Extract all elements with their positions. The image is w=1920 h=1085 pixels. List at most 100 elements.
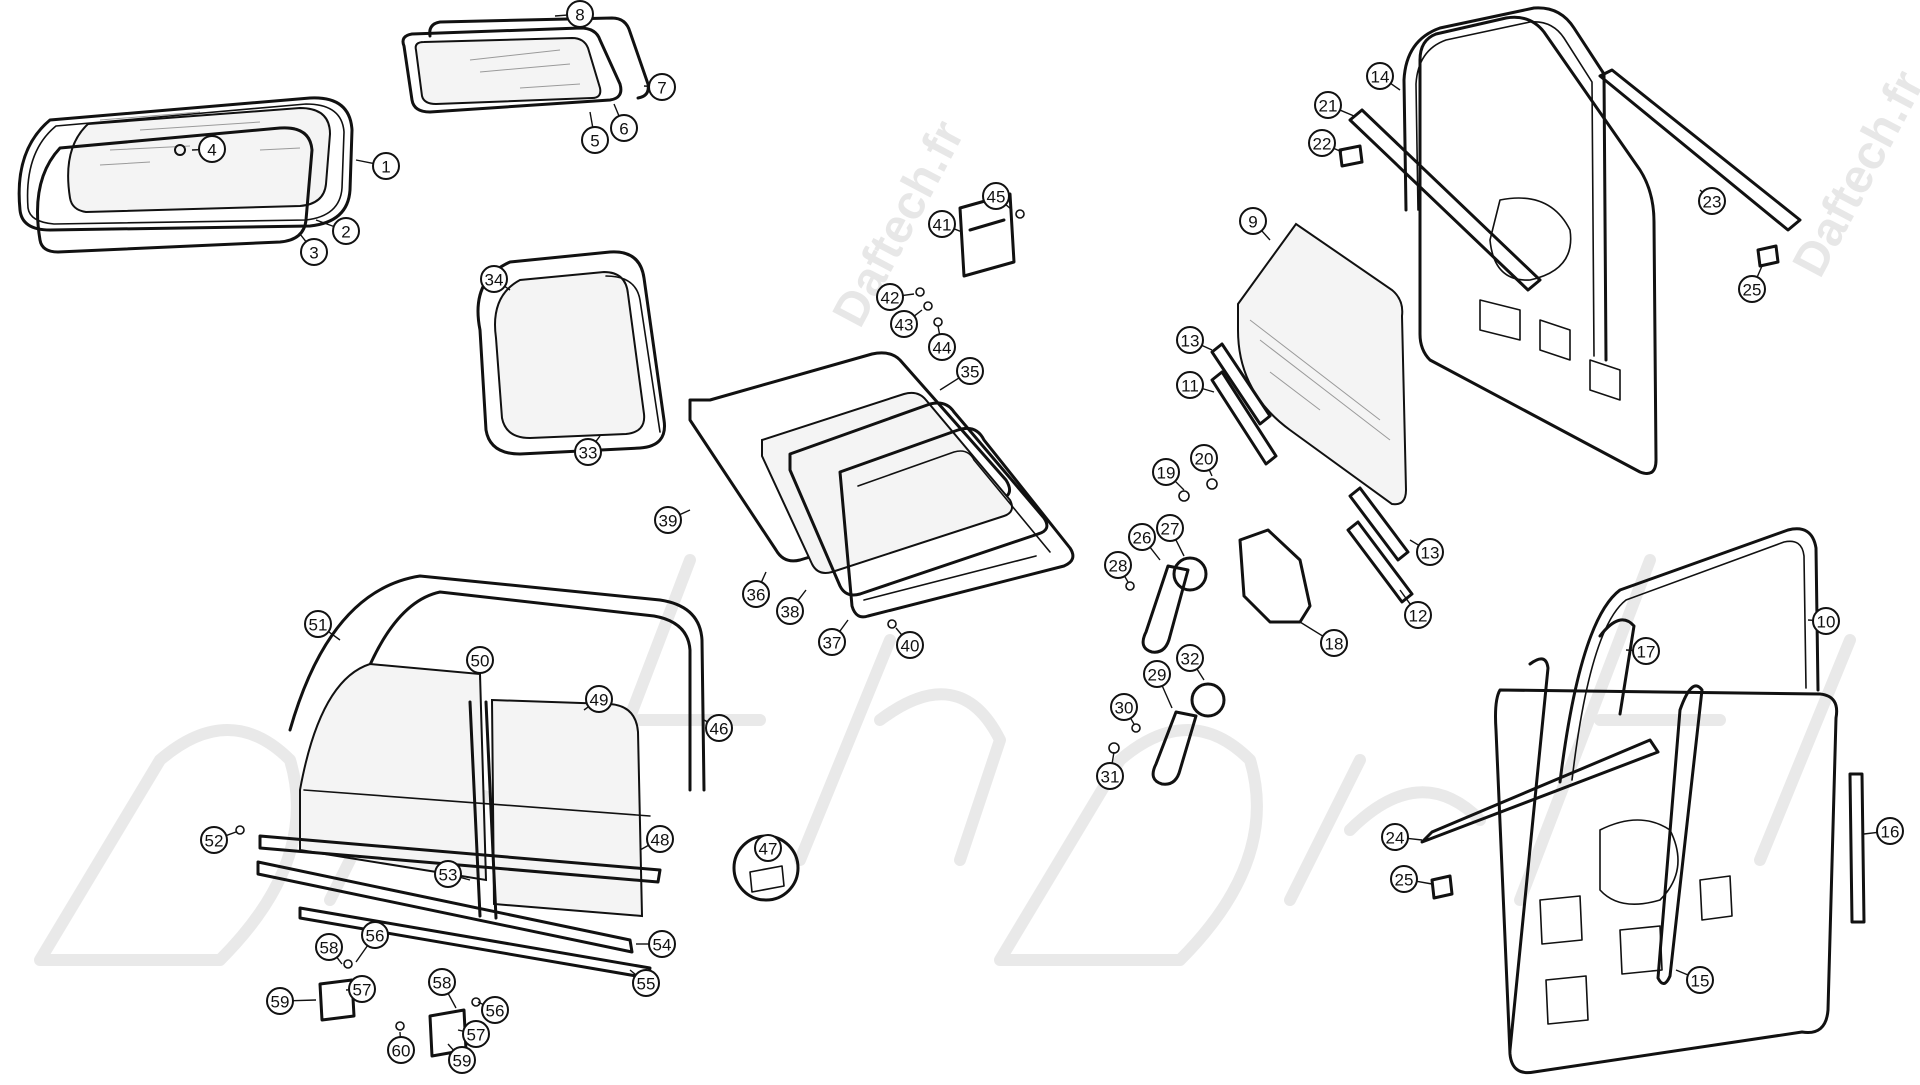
callout-43: 43: [891, 310, 922, 337]
front-door-panel-details: [1540, 876, 1732, 1024]
callout-45: 45: [983, 183, 1012, 210]
callout-number: 55: [637, 975, 656, 994]
regulator-washer-31: [1109, 743, 1119, 753]
callout-29: 29: [1144, 661, 1172, 708]
callout-number: 58: [320, 939, 339, 958]
callout-number: 1: [381, 158, 390, 177]
callout-leader: [1300, 622, 1323, 636]
callout-42: 42: [877, 284, 914, 310]
callout-leader: [1340, 110, 1354, 116]
callout-number: 14: [1371, 68, 1390, 87]
callout-number: 25: [1743, 281, 1762, 300]
callout-number: 59: [271, 993, 290, 1012]
callout-leader: [1417, 881, 1432, 884]
callout-47: 47: [755, 835, 781, 861]
callout-number: 30: [1115, 699, 1134, 718]
regulator-handle-lower: [1153, 712, 1196, 784]
callout-number: 31: [1101, 768, 1120, 787]
regulator-escutcheon-lower: [1192, 684, 1224, 716]
callout-leader: [1410, 540, 1419, 545]
door-glass-clip-piece: [750, 866, 784, 892]
callout-leader: [896, 628, 902, 635]
callout-leader: [614, 104, 619, 116]
callout-leader: [1162, 686, 1172, 708]
callout-leader: [761, 572, 766, 582]
callout-number: 28: [1109, 557, 1128, 576]
regulator-mechanism: [1240, 530, 1310, 622]
callout-number: 54: [653, 936, 672, 955]
quarter-window-glass: [495, 272, 644, 438]
callout-number: 56: [486, 1002, 505, 1021]
catch-screw-43: [924, 302, 932, 310]
callout-number: 2: [341, 223, 350, 242]
front-door-clip-25b: [1432, 876, 1452, 898]
callout-leader: [680, 510, 690, 515]
callout-44: 44: [929, 326, 955, 360]
callout-number: 24: [1386, 829, 1405, 848]
callout-leader: [1175, 481, 1184, 490]
catch-screw-42: [916, 288, 924, 296]
callout-leader: [1202, 345, 1212, 350]
rear-window-assembly: [19, 98, 352, 252]
callout-1: 1: [356, 153, 399, 179]
callout-25: 25: [1739, 266, 1765, 302]
callout-51: 51: [305, 611, 340, 640]
callout-leader: [914, 310, 922, 316]
callout-leader: [448, 1044, 453, 1050]
callout-number: 40: [901, 637, 920, 656]
callout-leader: [590, 112, 593, 127]
callout-number: 57: [467, 1026, 486, 1045]
callout-leader: [940, 378, 959, 390]
callout-leader: [1202, 389, 1214, 392]
callout-26: 26: [1129, 524, 1160, 560]
front-door-strip-16: [1850, 774, 1864, 922]
callout-10: 10: [1808, 608, 1839, 634]
rear-door-aperture: [1490, 198, 1571, 280]
rear-door-waist-21: [1350, 110, 1540, 290]
rear-door-group: [1340, 8, 1800, 474]
callout-leader: [1864, 832, 1877, 834]
callout-number: 56: [366, 927, 385, 946]
window-regulator-group: [1109, 224, 1412, 784]
callout-number: 37: [823, 634, 842, 653]
callout-leader: [337, 957, 342, 964]
callout-number: 6: [619, 120, 628, 139]
callout-number: 38: [781, 603, 800, 622]
callout-number: 12: [1409, 607, 1428, 626]
callout-number: 50: [471, 652, 490, 671]
callout-number: 19: [1157, 464, 1176, 483]
callout-leader: [356, 946, 368, 962]
regulator-escutcheon-upper: [1174, 558, 1206, 590]
callout-number: 41: [933, 216, 952, 235]
callout-2: 2: [316, 218, 359, 244]
small-window-assembly: [403, 18, 648, 112]
callout-number: 52: [205, 832, 224, 851]
callout-33: 33: [575, 436, 601, 465]
callout-55: 55: [630, 970, 659, 996]
callout-leader: [226, 832, 236, 836]
callout-32: 32: [1177, 645, 1204, 680]
door-screw-56a: [344, 960, 352, 968]
callout-number: 47: [759, 840, 778, 859]
callout-leader: [293, 1000, 316, 1001]
callout-34: 34: [481, 266, 510, 292]
callout-13: 13: [1177, 327, 1212, 353]
callout-number: 26: [1133, 529, 1152, 548]
callout-48: 48: [640, 826, 673, 852]
callout-number: 36: [747, 586, 766, 605]
callout-number: 13: [1421, 544, 1440, 563]
callout-21: 21: [1315, 92, 1354, 118]
catch-screw-45: [1016, 210, 1024, 218]
callout-number: 16: [1881, 823, 1900, 842]
rear-window-glass: [68, 108, 330, 212]
callout-number: 39: [659, 512, 678, 531]
runner-screw-40: [888, 620, 896, 628]
rear-door-clip-25a: [1758, 246, 1778, 266]
callout-number: 22: [1313, 135, 1332, 154]
callout-54: 54: [636, 931, 675, 957]
door-screw-52: [236, 826, 244, 834]
callout-number: 20: [1195, 450, 1214, 469]
callout-35: 35: [940, 358, 983, 390]
